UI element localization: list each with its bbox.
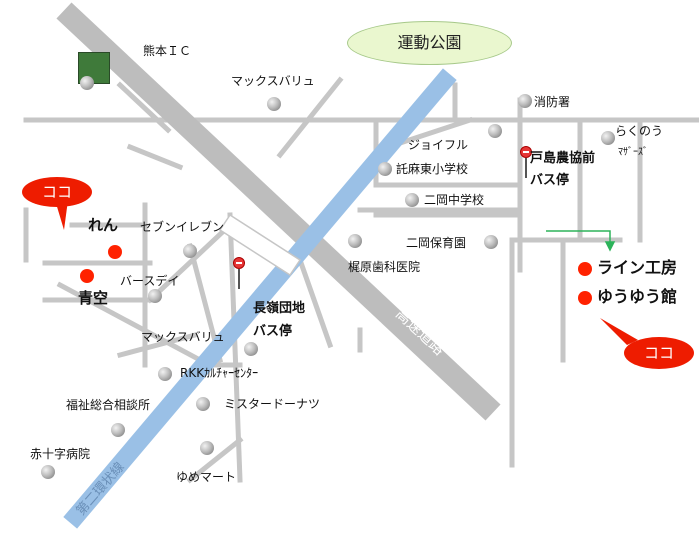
route-arrow	[546, 230, 616, 252]
marker-dot	[601, 131, 615, 145]
bus-stop-icon-tojima	[520, 146, 532, 178]
label-mister-donut: ミスタードーナツ	[224, 397, 321, 411]
marker-dot	[348, 234, 362, 248]
blue-road	[63, 68, 457, 529]
marker-line-kobo	[578, 262, 592, 276]
label-youme: ゆめマート	[176, 470, 237, 484]
label-ren: れん	[88, 216, 119, 234]
label-tojima-2: バス停	[530, 173, 570, 188]
marker-aozora	[80, 269, 94, 283]
marker-dot	[405, 193, 419, 207]
marker-dot	[41, 465, 55, 479]
label-max-valu-2: マックスバリュ	[141, 330, 225, 344]
here-bubble-right: ココ	[624, 337, 694, 369]
marker-dot	[80, 76, 94, 90]
local-roads	[23, 76, 699, 484]
marker-dot	[183, 244, 197, 258]
label-shobosho: 消防署	[534, 95, 571, 109]
marker-dot	[111, 423, 125, 437]
label-kajiwara-shika: 梶原歯科医院	[348, 260, 421, 274]
label-mothers: ﾏｻﾞｰｽﾞ	[618, 147, 648, 158]
expressway-road	[56, 2, 501, 421]
marker-dot	[196, 397, 210, 411]
marker-dot	[148, 289, 162, 303]
label-niioka-hoikuen: 二岡保育園	[406, 236, 467, 250]
label-takuma-higashi: 託麻東小学校	[396, 162, 469, 176]
label-nagamine-1: 長嶺団地	[253, 301, 306, 316]
label-birthday: バースデイ	[120, 274, 180, 288]
label-sekijuji: 赤十字病院	[30, 447, 91, 461]
label-fukushi: 福祉総合相談所	[66, 398, 151, 412]
label-kumamoto-ic: 熊本ＩＣ	[143, 44, 192, 58]
marker-dot	[200, 441, 214, 455]
label-aozora: 青空	[78, 289, 109, 307]
label-seven-eleven: セブンイレブン	[140, 220, 225, 234]
marker-dot	[158, 367, 172, 381]
marker-dot	[267, 97, 281, 111]
marker-dot	[488, 124, 502, 138]
label-max-valu-1: マックスバリュ	[231, 74, 315, 88]
label-line-kobo: ライン工房	[597, 258, 678, 277]
marker-ren	[108, 245, 122, 259]
marker-yuuyuu	[578, 291, 592, 305]
park-label: 運動公園	[347, 21, 512, 65]
label-rkk: RKKｶﾙﾁｬｰｾﾝﾀｰ	[180, 366, 259, 380]
label-yuuyuu: ゆうゆう館	[597, 287, 678, 306]
label-rakunou: らくのう	[615, 124, 664, 138]
overpass	[218, 213, 302, 277]
marker-dot	[484, 235, 498, 249]
label-nagamine-2: バス停	[253, 324, 293, 339]
label-tojima-1: 戸島農協前	[530, 151, 596, 166]
bus-stop-icon-nagamine	[233, 257, 245, 289]
marker-dot	[244, 342, 258, 356]
label-joyful: ジョイフル	[408, 138, 469, 152]
marker-dot	[378, 162, 392, 176]
here-bubble-left: ココ	[22, 177, 92, 207]
marker-dot	[518, 94, 532, 108]
label-niioka-chugaku: 二岡中学校	[424, 193, 485, 207]
